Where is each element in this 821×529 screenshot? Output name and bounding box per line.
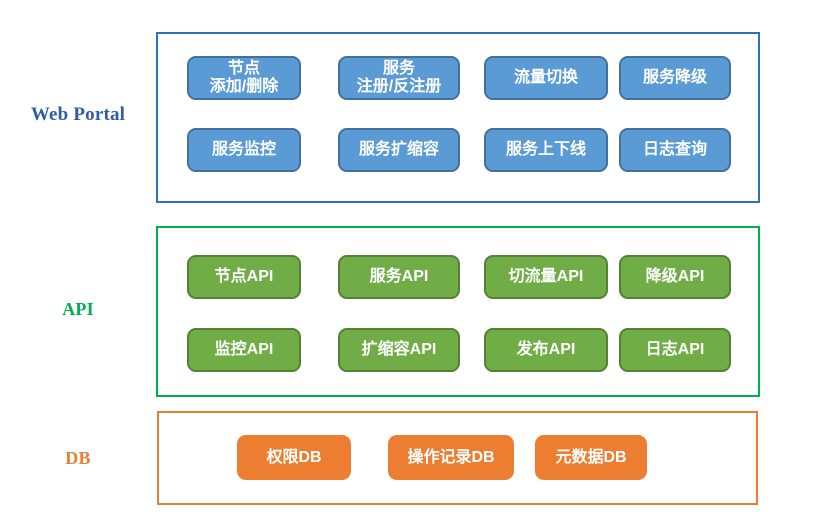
web-portal-row-1: 节点 添加/删除 服务 注册/反注册 流量切换 服务降级 xyxy=(187,56,731,100)
btn-degrade-api: 降级API xyxy=(619,255,731,299)
web-portal-layer-box: 节点 添加/删除 服务 注册/反注册 流量切换 服务降级 服务监控 服务扩缩容 … xyxy=(156,32,760,203)
btn-permission-db: 权限DB xyxy=(237,435,351,480)
api-row-1: 节点API 服务API 切流量API 降级API xyxy=(187,255,731,299)
btn-service-api: 服务API xyxy=(338,255,460,299)
web-portal-row-2: 服务监控 服务扩缩容 服务上下线 日志查询 xyxy=(187,128,731,172)
btn-service-monitor: 服务监控 xyxy=(187,128,301,172)
btn-node-api: 节点API xyxy=(187,255,301,299)
api-row-2: 监控API 扩缩容API 发布API 日志API xyxy=(187,328,731,372)
db-layer-box: 权限DB 操作记录DB 元数据DB xyxy=(157,411,758,505)
btn-operation-record-db: 操作记录DB xyxy=(388,435,514,480)
btn-traffic-switch: 流量切换 xyxy=(484,56,608,100)
api-layer-label: API xyxy=(62,299,94,319)
btn-metadata-db: 元数据DB xyxy=(535,435,647,480)
btn-log-query: 日志查询 xyxy=(619,128,731,172)
btn-service-degrade: 服务降级 xyxy=(619,56,731,100)
db-layer-label: DB xyxy=(65,448,91,468)
btn-service-scale: 服务扩缩容 xyxy=(338,128,460,172)
db-row-1: 权限DB 操作记录DB 元数据DB xyxy=(237,435,647,480)
btn-log-api: 日志API xyxy=(619,328,731,372)
btn-node-add-remove: 节点 添加/删除 xyxy=(187,56,301,100)
btn-switch-traffic-api: 切流量API xyxy=(484,255,608,299)
web-portal-layer-label: Web Portal xyxy=(30,104,126,125)
api-layer-box: 节点API 服务API 切流量API 降级API 监控API 扩缩容API 发布… xyxy=(156,226,760,397)
btn-service-on-offline: 服务上下线 xyxy=(484,128,608,172)
btn-service-register: 服务 注册/反注册 xyxy=(338,56,460,100)
btn-publish-api: 发布API xyxy=(484,328,608,372)
btn-monitor-api: 监控API xyxy=(187,328,301,372)
btn-scale-api: 扩缩容API xyxy=(338,328,460,372)
